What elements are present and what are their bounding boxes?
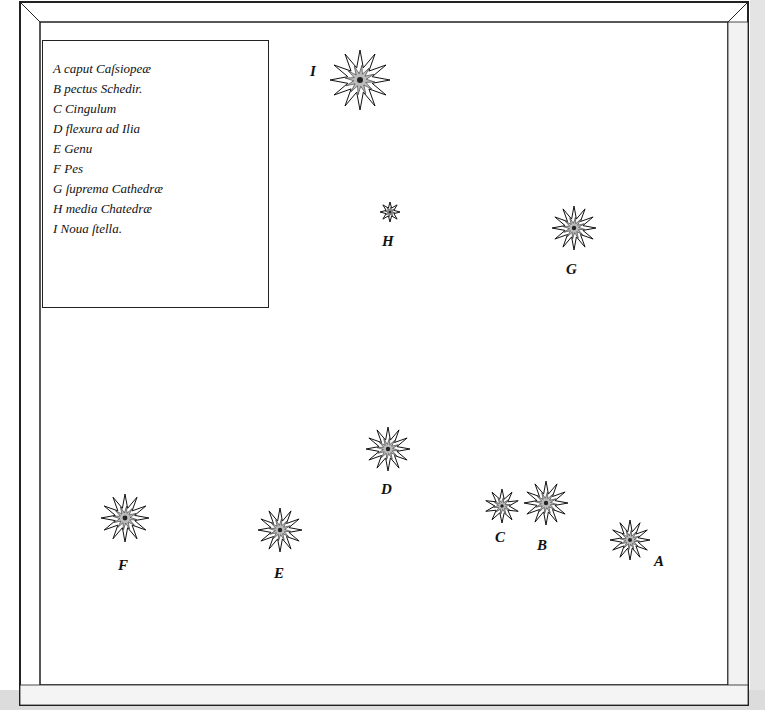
star-letter: G <box>566 262 577 277</box>
star-letter: C <box>495 530 505 545</box>
page-margin <box>750 0 765 710</box>
star-outline <box>524 481 568 525</box>
star-letter: B <box>537 538 547 553</box>
star-outline <box>101 494 149 542</box>
star-outline <box>380 202 400 222</box>
star-core <box>268 518 293 543</box>
star-letter: F <box>118 558 128 573</box>
star-symbol <box>380 202 400 222</box>
key-entry: I Noua ſtella. <box>53 219 260 239</box>
frame-shade <box>20 685 748 705</box>
key-entry: C Cingulum <box>53 99 260 119</box>
frame-outer <box>20 2 748 705</box>
star-symbol <box>101 494 149 542</box>
key-entry: E Genu <box>53 139 260 159</box>
star-outline <box>366 427 410 471</box>
key-entry: A caput Caſsiopeæ <box>53 59 260 79</box>
star-letter: A <box>654 554 664 569</box>
star-center <box>278 528 282 532</box>
star-symbol <box>610 520 650 560</box>
star-letter: D <box>381 482 392 497</box>
star-symbol <box>524 481 568 525</box>
star-symbol <box>258 508 302 552</box>
star-letter: I <box>310 64 316 79</box>
star-center <box>544 501 548 505</box>
star-core <box>112 505 139 532</box>
star-outline <box>258 508 302 552</box>
star-symbol <box>330 50 390 110</box>
star-core <box>376 437 401 462</box>
key-entry: F Pes <box>53 159 260 179</box>
star-core <box>493 496 512 515</box>
star-center <box>386 447 390 451</box>
star-core <box>343 63 377 97</box>
star-core <box>562 216 587 241</box>
star-center <box>357 77 363 83</box>
star-outline <box>552 206 596 250</box>
star-outline <box>486 489 518 523</box>
key-box: A caput CaſsiopeæB pectus Schedir.C Cing… <box>42 40 269 308</box>
frame-inner <box>40 22 728 685</box>
star-symbol <box>552 206 596 250</box>
star-core <box>619 529 641 551</box>
star-center <box>628 538 632 542</box>
star-symbol <box>366 427 410 471</box>
star-center <box>500 504 503 507</box>
frame-bevel <box>20 2 40 22</box>
star-letter: H <box>382 234 394 249</box>
frame-shade <box>728 22 748 705</box>
star-center <box>389 211 392 214</box>
star-center <box>572 226 576 230</box>
star-center <box>123 516 128 521</box>
key-entry: G ſuprema Cathedræ <box>53 179 260 199</box>
star-outline <box>610 520 650 560</box>
star-core <box>534 491 559 516</box>
star-core <box>384 206 396 218</box>
frame-bevel <box>728 2 748 22</box>
key-entry: D flexura ad Ilia <box>53 119 260 139</box>
key-entry: H media Chatedræ <box>53 199 260 219</box>
key-entry: B pectus Schedir. <box>53 79 260 99</box>
star-letter: E <box>274 566 284 581</box>
star-symbol <box>486 489 518 523</box>
star-outline <box>330 50 390 110</box>
